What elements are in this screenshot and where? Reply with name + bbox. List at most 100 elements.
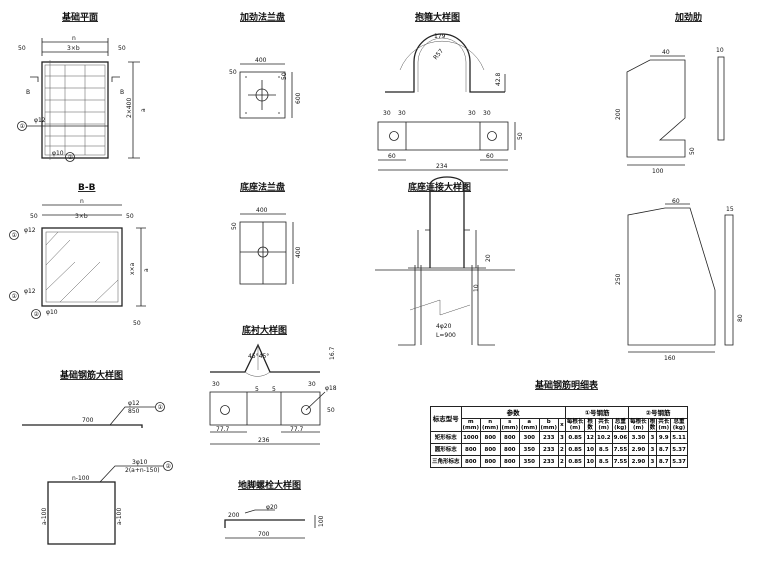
table-cell: 233	[538, 443, 560, 456]
dim-40: 40	[662, 49, 670, 56]
label-phi10: φ10	[52, 150, 64, 157]
dim-15: 15	[726, 206, 734, 213]
label-formula: 2(a+n-150)	[125, 467, 160, 474]
table-cell: 300	[519, 431, 540, 444]
dim-50: 50	[689, 147, 696, 155]
dim-n: n	[80, 198, 84, 205]
param-col-4-unit: (mm)	[540, 425, 558, 431]
table-cell: 800	[480, 431, 501, 444]
table-cell: 800	[499, 455, 521, 468]
bar1-col-3-unit: (kg)	[614, 425, 627, 431]
title-plan: 基础平面	[61, 11, 98, 23]
table-cell: 800	[499, 443, 521, 456]
table-cell: 3	[558, 431, 566, 444]
dim-50: 50	[231, 222, 238, 230]
foundation-plan: n 50 3×b 50 B B 2×400 a ① φ12 φ10 ②	[17, 35, 147, 162]
param-col-2-label: s	[508, 419, 512, 425]
table-cell: 9.06	[611, 431, 630, 444]
dim-400: 400	[256, 207, 268, 214]
dim-10: 10	[716, 47, 724, 54]
title-anchor: 地脚螺栓大样图	[238, 479, 301, 491]
table-cell: 800	[460, 455, 482, 468]
marker-1: ①	[158, 404, 163, 411]
dim-16-7: 16.7	[329, 346, 336, 360]
dim-100: 100	[652, 168, 664, 175]
bar2-col-2-label: 共长	[658, 419, 670, 425]
dim-50-bottom: 50	[133, 320, 141, 327]
dim-179: 179	[434, 33, 446, 40]
bar1-col-1-label: 根	[587, 419, 593, 425]
table-cell: 10	[584, 455, 596, 468]
label-phi18: φ18	[325, 385, 337, 392]
table-cell: 3	[647, 455, 658, 468]
table-cell: 233	[538, 455, 560, 468]
title-section: B-B	[78, 183, 96, 193]
title-base-flange: 底座法兰盘	[240, 181, 285, 193]
table-cell: 233	[538, 431, 560, 444]
table-cell: 8.7	[656, 455, 672, 468]
param-col-2: s(mm)	[499, 418, 521, 432]
param-col-0-label: m	[467, 419, 474, 425]
param-col-4: b(mm)	[538, 418, 560, 432]
dim-400-v: 400	[295, 246, 302, 258]
marker-1: ①	[12, 232, 17, 239]
bar2-col-3-label: 总重	[673, 419, 685, 425]
dim-600: 600	[295, 92, 302, 104]
dim-n: n	[72, 35, 76, 42]
row-type: 三角形标志	[430, 455, 462, 468]
header-bar-1: ①号钢筋	[564, 406, 630, 419]
dim-50-right: 50	[126, 213, 134, 220]
dim-50: 50	[327, 407, 335, 414]
table-cell: 3	[647, 443, 658, 456]
dim-50: 50	[229, 69, 237, 76]
table-cell: 350	[519, 455, 540, 468]
header-bar-2: ②号钢筋	[628, 406, 688, 419]
table-cell: 12	[584, 431, 596, 444]
dim-30-c: 30	[468, 110, 476, 117]
dim-n-100: n-100	[72, 475, 90, 482]
dim-20: 20	[485, 254, 492, 262]
bar1-col-2-label: 共长	[598, 419, 610, 425]
table-cell: 8.7	[656, 443, 672, 456]
title-rib: 加劲肋	[674, 11, 702, 23]
param-col-4-label: b	[546, 419, 551, 425]
dim-700: 700	[258, 531, 270, 538]
dim-3b: 3×b	[67, 45, 80, 52]
section-mark-left: B	[26, 89, 30, 96]
bar1-col-1-unit: 数	[587, 425, 593, 431]
bar2-col-3-unit: (kg)	[672, 425, 686, 431]
dim-60-left: 60	[388, 153, 396, 160]
param-col-2-unit: (mm)	[501, 425, 519, 431]
bar2-col-2-unit: (m)	[658, 425, 670, 431]
param-col-1: n(mm)	[480, 418, 501, 432]
row-type: 矩形标志	[430, 431, 462, 444]
bar1-col-2-unit: (m)	[598, 425, 610, 431]
dim-80: 80	[737, 314, 744, 322]
dim-200: 200	[228, 512, 240, 519]
dim-100: 100	[318, 515, 325, 527]
header-params: 参数	[460, 406, 566, 419]
bar1-col-0: 每根长(m)	[564, 418, 586, 432]
dim-30-d: 30	[483, 110, 491, 117]
dim-2x400: 2×400	[126, 98, 133, 118]
label-phi12: φ12	[24, 227, 36, 234]
table-cell: 0.85	[564, 431, 586, 444]
table-cell: 800	[480, 455, 501, 468]
label-bolts: 4φ20	[436, 323, 452, 330]
bar2-col-0-label: 每根长	[630, 419, 647, 425]
dim-a: a	[140, 108, 147, 112]
dim-200: 200	[615, 108, 622, 120]
dim-77-left: 77.7	[216, 426, 230, 433]
dim-234: 234	[436, 163, 448, 170]
param-col-5-label: x	[560, 422, 564, 428]
param-col-1-label: n	[488, 419, 493, 425]
table-cell: 2	[558, 455, 566, 468]
marker-2: ②	[166, 463, 172, 470]
label-phi12: φ12	[34, 117, 46, 124]
rebar-detail: 700 φ12 850 ① n-100 a-100 a-100 3φ10 2(a…	[22, 400, 173, 545]
marker-2: ②	[34, 311, 40, 318]
bar2-col-0-unit: (m)	[633, 425, 644, 431]
param-col-1-unit: (mm)	[482, 425, 499, 431]
